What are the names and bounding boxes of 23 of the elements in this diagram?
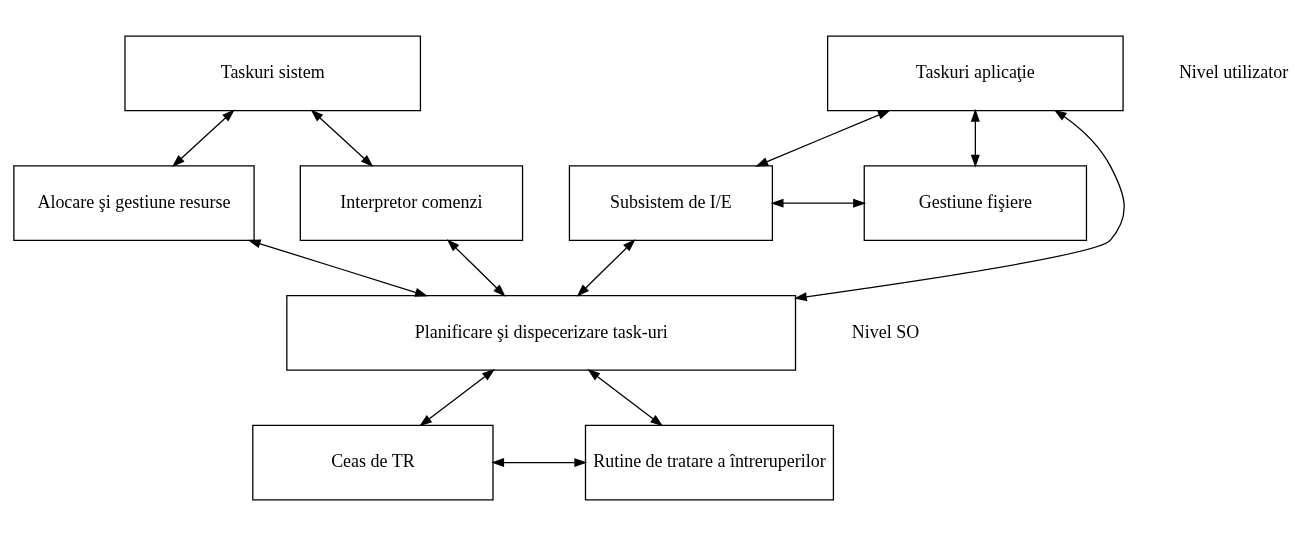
arrow (770, 198, 866, 208)
arrow (970, 108, 980, 168)
arrow (172, 108, 235, 167)
arrow (247, 239, 428, 297)
node-box: Taskuri sistem (124, 35, 422, 111)
arrow (446, 238, 506, 297)
arrow (793, 109, 1125, 301)
arrow (755, 109, 891, 167)
label: Nivel SO (851, 321, 920, 342)
node-box: Ceas de TR (252, 424, 494, 500)
node-box: Interpretor comenzi (299, 164, 524, 241)
arrow (491, 457, 588, 467)
arrow (576, 238, 636, 297)
node-box: Subsistem de I/E (568, 164, 774, 241)
arrow (587, 368, 664, 426)
node-box: Alocare şi gestiune resurse (13, 164, 255, 241)
node-box: Gestiune fişiere (863, 164, 1088, 241)
node-box: Taskuri aplicaţie (827, 35, 1124, 111)
label: Nivel utilizator (1178, 61, 1289, 82)
node-box: Planificare şi dispecerizare task-uri (286, 294, 797, 371)
arrow (310, 108, 374, 167)
node-box: Rutine de tratare a întreruperilor (584, 424, 835, 500)
arrow (419, 368, 495, 426)
